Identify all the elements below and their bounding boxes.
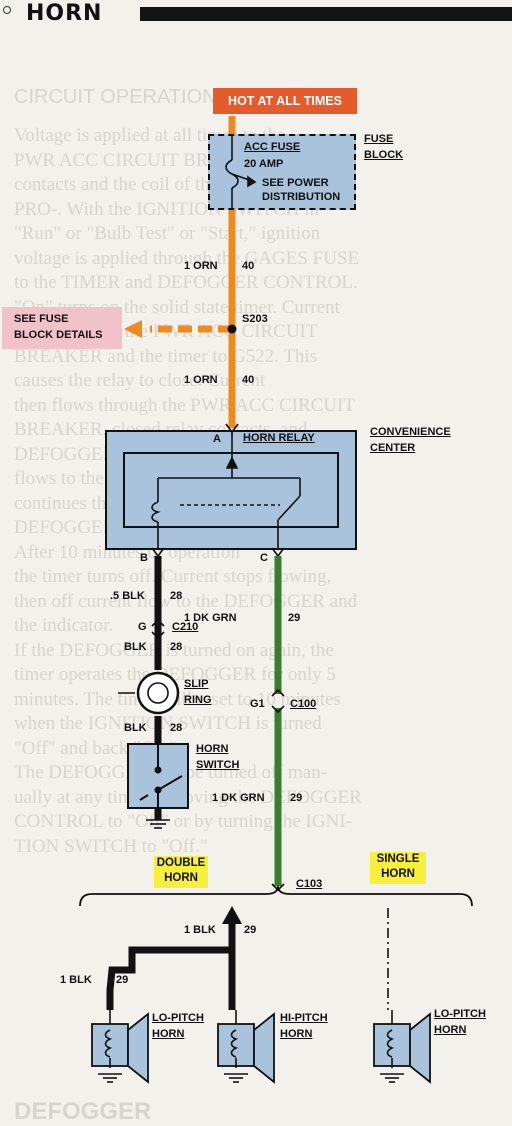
- fuse-block-label: FUSE: [364, 133, 394, 145]
- bullet-icon: [3, 6, 11, 14]
- slip-ring-label: SLIP: [184, 678, 209, 690]
- hi-pitch-horn-label-2: HORN: [280, 1028, 313, 1040]
- double-horn-label: DOUBLE: [156, 857, 206, 869]
- single-horn-label-2: HORN: [381, 868, 415, 880]
- connector-c210-label: C210: [172, 621, 199, 633]
- terminal-a-label: A: [213, 433, 221, 445]
- horn-option-brace: [79, 885, 473, 907]
- switch-icon: [139, 744, 183, 808]
- background-text-line: causes the relay to close. Current: [14, 370, 266, 391]
- horn-relay-box: [123, 452, 339, 528]
- connector-g-label: G: [138, 621, 147, 633]
- header-rule: [140, 7, 512, 21]
- wire-blk5-label: .5 BLK: [110, 590, 145, 602]
- wire-1blk-left-label: 1 BLK: [60, 974, 92, 986]
- slip-ring-label-2: RING: [184, 694, 212, 706]
- terminal-b-label: B: [140, 552, 148, 564]
- relay-internals: [151, 423, 301, 558]
- wire-mid-label: 1 ORN: [184, 374, 218, 386]
- see-fuse-label-2: BLOCK DETAILS: [14, 329, 103, 341]
- double-horn-label-2: HORN: [164, 872, 198, 884]
- wire-blk5-circuit: 28: [170, 590, 183, 602]
- splice-s203: [227, 324, 237, 334]
- connector-g1-label: G1: [250, 698, 265, 710]
- wire-dkgrn2-circuit: 29: [290, 792, 303, 804]
- arrow-left-icon: [124, 320, 142, 338]
- background-text-line: If the DEFOGGER is turned on again, the: [14, 639, 334, 661]
- wire-dkgrn2-label: 1 DK GRN: [212, 792, 265, 804]
- background-text-line: the timer turns off. Current stops flowi…: [14, 566, 332, 587]
- see-fuse-callout: [2, 307, 122, 349]
- lo-pitch-horn-icon: [91, 1010, 149, 1084]
- wire-dkgrn-label: 1 DK GRN: [184, 612, 237, 624]
- horn-wire: [106, 920, 236, 1010]
- see-power-label-2: DISTRIBUTION: [262, 191, 341, 203]
- wire-blk-circuit: 28: [170, 641, 183, 653]
- wire-dkgrn-circuit: 29: [288, 612, 301, 624]
- connector-c100: [271, 688, 285, 714]
- splice-label: S203: [242, 313, 268, 325]
- background-text-line: to the TIMER and DEFOGGER CONTROL.: [14, 272, 358, 293]
- wire-top-circuit: 40: [242, 260, 255, 272]
- connector-c100-label: C100: [290, 698, 317, 710]
- horn-relay-label: HORN RELAY: [243, 432, 315, 444]
- orange-wire: [150, 116, 236, 428]
- wire-blk2-label: BLK: [124, 722, 147, 734]
- horn-switch-label-2: SWITCH: [196, 759, 240, 771]
- fuse-block-label-2: BLOCK: [364, 149, 404, 161]
- wire-top-label: 1 ORN: [184, 260, 218, 272]
- hi-pitch-horn-icon: [217, 1010, 275, 1084]
- page-title: HORN: [26, 1, 103, 26]
- slip-ring-icon: [118, 671, 180, 715]
- single-horn-label: SINGLE: [376, 853, 420, 865]
- fuse-icon: [225, 134, 257, 210]
- single-lo-pitch-horn-label-2: HORN: [434, 1024, 467, 1036]
- wire-1blk-left-circuit: 29: [116, 974, 129, 986]
- acc-fuse-label: ACC FUSE: [244, 141, 301, 153]
- terminal-c-label: C: [260, 552, 268, 564]
- connector-c103-label: C103: [296, 878, 323, 890]
- double-horn-highlight: DOUBLE HORN: [154, 856, 208, 888]
- wire-1blk-label: 1 BLK: [184, 924, 216, 936]
- hi-pitch-horn-label: HI-PITCH: [280, 1012, 328, 1024]
- background-text-line: then flows through the PWR ACC CIRCUIT: [14, 394, 355, 416]
- convenience-center-label: CONVENIENCE: [370, 426, 451, 438]
- background-text-line: TION SWITCH to "Off.": [14, 835, 208, 857]
- wire-1blk-circuit: 29: [244, 924, 257, 936]
- background-text-line: voltage is applied through the GAGES FUS…: [14, 247, 360, 269]
- page-header: HORN: [0, 0, 512, 28]
- wire-mid-circuit: 40: [242, 374, 255, 386]
- see-fuse-label: SEE FUSE: [14, 313, 69, 325]
- lo-pitch-horn-label: LO-PITCH: [152, 1012, 204, 1024]
- arrow-up-icon: [222, 906, 242, 924]
- background-footer: DEFOGGER: [14, 1098, 152, 1125]
- see-power-label: SEE POWER: [262, 177, 329, 189]
- wire-blk2-circuit: 28: [170, 722, 183, 734]
- convenience-center-label-2: CENTER: [370, 442, 416, 454]
- hot-at-all-times-badge: HOT AT ALL TIMES: [213, 88, 357, 114]
- background-text-line: then off current flow to the DEFOGGER an…: [14, 590, 358, 612]
- single-lo-pitch-horn-label: LO-PITCH: [434, 1008, 486, 1020]
- connector-c210: [151, 618, 165, 640]
- amp-label: 20 AMP: [244, 158, 284, 170]
- background-text-line: timer operates the DEFOGGER for only 5: [14, 664, 336, 685]
- single-lo-pitch-horn-icon: [373, 1010, 431, 1084]
- background-text-line: CONTROL to "Off" or by turning the IGNI-: [14, 811, 352, 832]
- lo-pitch-horn-label-2: HORN: [152, 1028, 185, 1040]
- single-horn-highlight: SINGLE HORN: [370, 852, 426, 884]
- ground-icon: [146, 819, 170, 829]
- horn-switch-label: HORN: [196, 743, 229, 755]
- background-heading: CIRCUIT OPERATION: [14, 86, 217, 108]
- background-text-line: when the IGNITION SWITCH is turned: [14, 713, 322, 734]
- background-text-line: "Run" or "Bulb Test" or "Start," ignitio…: [14, 223, 321, 244]
- wire-blk-label: BLK: [124, 641, 147, 653]
- background-text-line: BREAKER and the timer to G522. This: [14, 345, 318, 367]
- background-text-line: the indicator.: [14, 615, 114, 636]
